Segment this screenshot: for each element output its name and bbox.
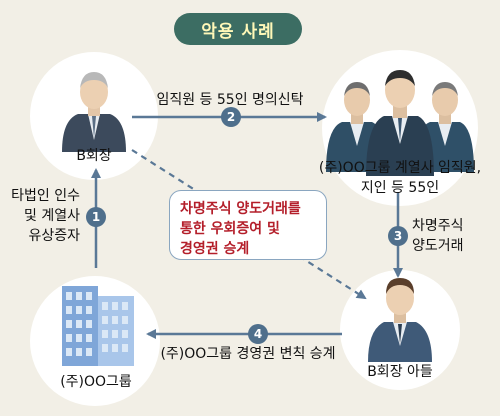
chairman-label: B회장 — [76, 148, 112, 164]
edge-1-label-line2: 및 계열사 — [24, 208, 80, 224]
executives-label-line2: 지인 등 55인 — [360, 180, 440, 196]
edge-3-label-line1: 차명주식 — [412, 218, 464, 234]
edge-3-label-line2: 양도거래 — [412, 238, 464, 254]
step-4-badge: 4 — [248, 324, 268, 344]
chairman-person-icon — [62, 72, 126, 152]
executives-people-icon — [326, 70, 474, 176]
step-3-badge: 3 — [388, 226, 408, 246]
son-label: B회장 아들 — [367, 364, 433, 380]
page-title: 악용 사례 — [174, 13, 302, 45]
group-label: (주)OO그룹 — [60, 374, 132, 390]
step-1-badge: 1 — [86, 207, 106, 227]
son-person-icon — [368, 278, 432, 362]
callout-line3: 경영권 승계 — [180, 241, 250, 257]
callout-line1: 차명주식 양도거래를 — [180, 201, 301, 217]
step-2-badge: 2 — [221, 107, 241, 127]
executives-label-line1: (주)OO그룹 계열사 임직원, — [318, 160, 482, 176]
dashed-arrow — [131, 149, 367, 300]
callout-box: 차명주식 양도거래를 통한 우회증여 및 경영권 승계 — [169, 190, 327, 260]
callout-line2: 통한 우회증여 및 — [180, 221, 280, 237]
edge-4-label: (주)OO그룹 경영권 변칙 승계 — [160, 346, 336, 362]
building-icon — [62, 286, 134, 366]
edge-1-label-line1: 타법인 인수 — [11, 188, 80, 204]
edge-1-label-line3: 유상증자 — [28, 228, 80, 244]
edge-2-label: 임직원 등 55인 명의신탁 — [156, 92, 304, 108]
